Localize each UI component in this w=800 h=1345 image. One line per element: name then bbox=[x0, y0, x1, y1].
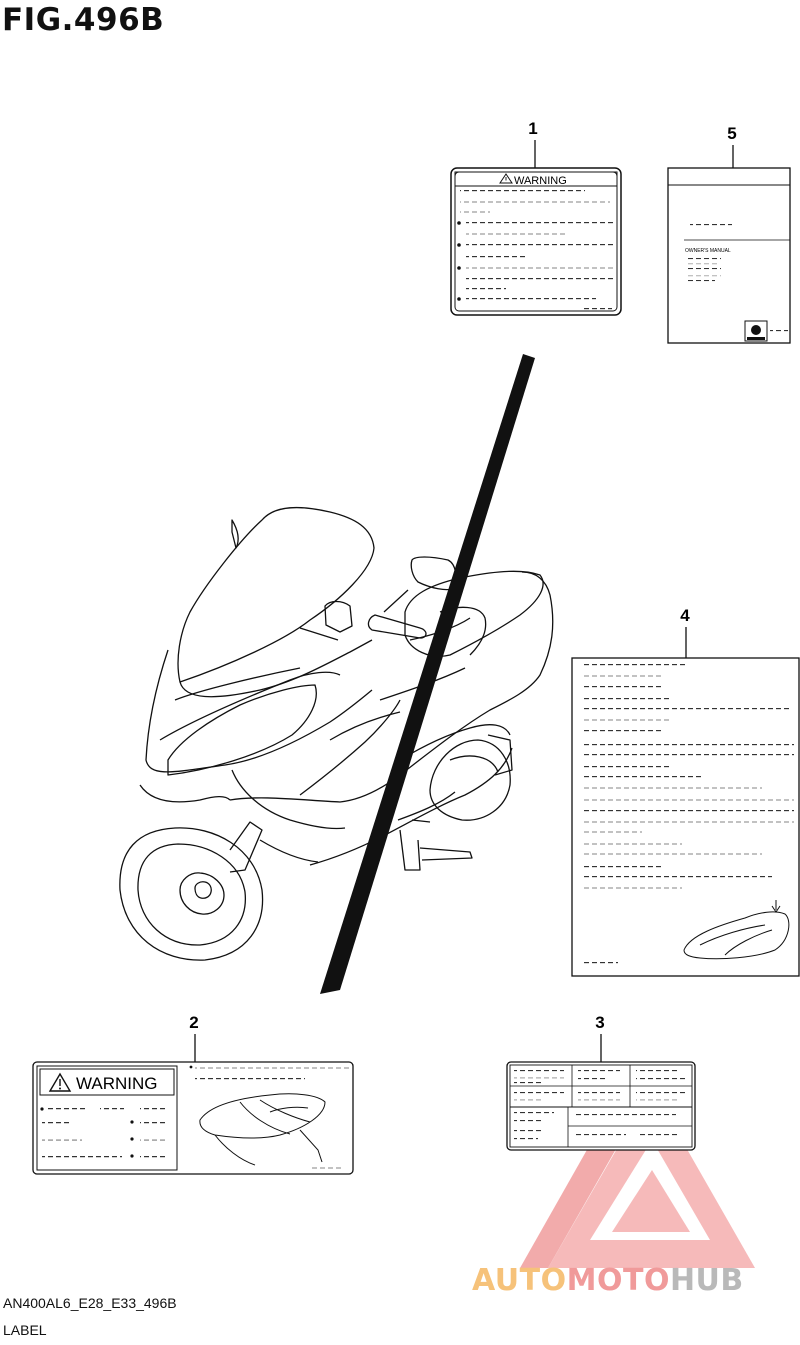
seat-illustration-icon bbox=[683, 900, 790, 960]
watermark-brand-part2: MOTO bbox=[566, 1263, 670, 1298]
watermark-brand-part1: AUTO bbox=[472, 1263, 567, 1298]
callout-4: 4 bbox=[680, 606, 690, 625]
callout-3: 3 bbox=[595, 1013, 604, 1032]
part-1-warning-label[interactable]: 1 WARNING bbox=[450, 119, 622, 316]
warning-triangle-icon bbox=[499, 173, 513, 184]
part-4-info-label[interactable]: 4 bbox=[571, 606, 800, 977]
warning-text-1: WARNING bbox=[514, 175, 567, 187]
leader-wedge-part-1 bbox=[320, 354, 535, 994]
part-5-owners-manual[interactable]: 5 OWNER'S MANUAL bbox=[667, 124, 791, 344]
part-3-table-label[interactable]: 3 bbox=[506, 1013, 696, 1151]
watermark-brand-text: AUTOMOTOHUB bbox=[472, 1263, 744, 1298]
figure-code: AN400AL6_E28_E33_496B bbox=[3, 1295, 177, 1311]
warning-text-2: WARNING bbox=[76, 1074, 158, 1093]
warning-triangle-icon bbox=[48, 1072, 72, 1092]
brand-logo-icon bbox=[744, 320, 768, 342]
callout-5: 5 bbox=[727, 124, 736, 143]
scooter-mini-illustration-icon bbox=[199, 1093, 326, 1166]
figure-label: LABEL bbox=[3, 1322, 47, 1338]
watermark-brand-part3: HUB bbox=[669, 1263, 744, 1298]
scooter-drawing bbox=[119, 506, 554, 961]
callout-1: 1 bbox=[528, 119, 537, 138]
part-2-warning-label[interactable]: 2 WARNING bbox=[32, 1013, 354, 1175]
callout-2: 2 bbox=[189, 1013, 198, 1032]
figure-title: FIG.496B bbox=[2, 2, 165, 38]
owners-manual-text: OWNER'S MANUAL bbox=[685, 248, 731, 254]
